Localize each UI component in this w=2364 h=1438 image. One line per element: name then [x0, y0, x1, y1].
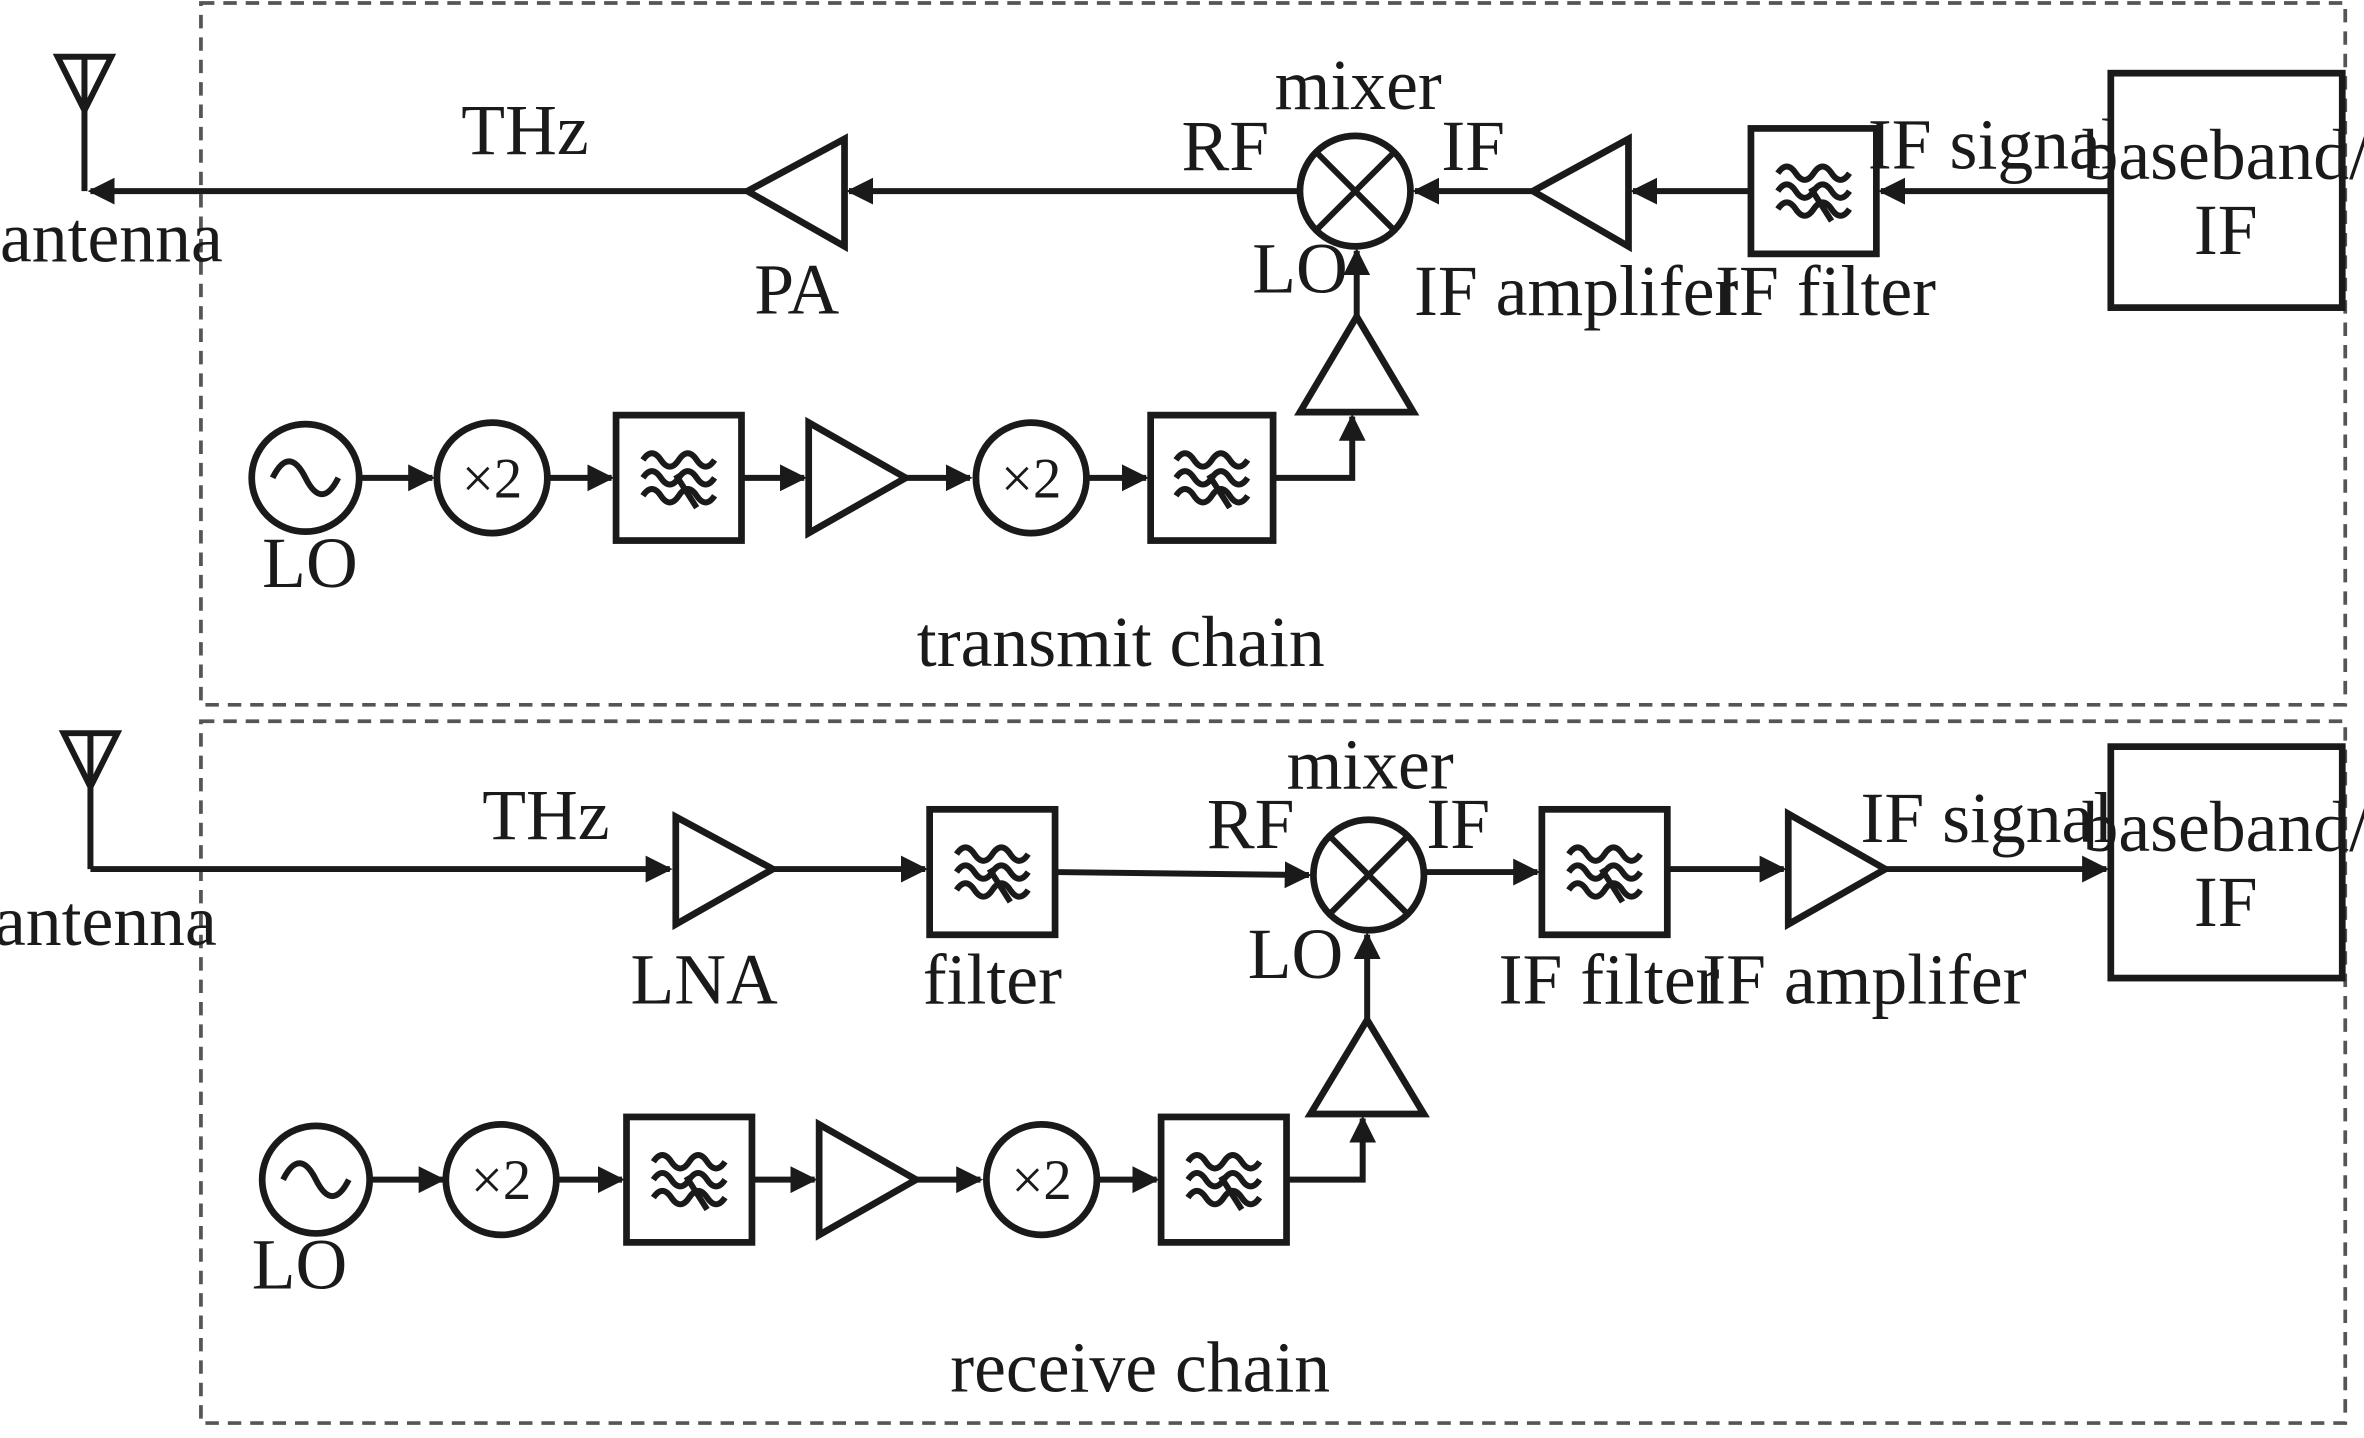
tx-thz-label: THz: [461, 90, 588, 170]
tx-baseband-line1: baseband/: [2083, 115, 2364, 195]
tx-rf-label: RF: [1181, 106, 1269, 186]
rx-thz-label: THz: [482, 775, 609, 855]
rx-if-signal-label: IF signal: [1860, 778, 2113, 858]
tx-baseband-line2: IF: [2194, 190, 2258, 270]
rx-mixer-label: mixer: [1287, 724, 1454, 804]
receive-chain: antenna THz LNA filter RF mixer IF LO I: [0, 719, 2364, 1425]
rx-antenna-label: antenna: [0, 881, 217, 961]
rx-lo-filter-1-icon: [623, 1113, 756, 1246]
rx-mixer-lo-label: LO: [1248, 914, 1344, 994]
rx-lo-driver-icon: [1304, 1013, 1430, 1118]
tx-lo-source-label: LO: [262, 523, 358, 603]
tx-antenna-label: antenna: [0, 197, 223, 277]
rx-baseband-box: [2107, 743, 2346, 982]
rx-filter-icon: [926, 805, 1059, 939]
rx-lo-filter-2-icon: [1157, 1113, 1290, 1246]
tx-pa-icon: [740, 133, 848, 253]
rx-lo-source-icon: [258, 1122, 374, 1237]
tx-if-signal-label: IF signal: [1868, 105, 2121, 185]
rx-chain-label: receive chain: [950, 1328, 1330, 1408]
rx-antenna-icon: [58, 730, 673, 883]
rx-multiplier-1-label: ×2: [471, 1149, 531, 1212]
tx-lo-source-icon: [248, 420, 363, 535]
rx-multiplier-2-label: ×2: [1011, 1149, 1071, 1212]
rx-baseband-line1: baseband/: [2083, 787, 2364, 867]
rx-rf-label: RF: [1207, 784, 1295, 864]
rx-lo-source-label: LO: [252, 1225, 348, 1305]
tx-multiplier-2-label: ×2: [1001, 447, 1061, 510]
tx-if-filter-label: IF filter: [1715, 251, 1936, 331]
rx-rf-line: [1055, 861, 1312, 889]
tx-multiplier-1-label: ×2: [462, 447, 522, 510]
tx-lo-wire-6: [1273, 413, 1366, 481]
tx-chain-label: transmit chain: [917, 602, 1325, 682]
rx-if-filter-label: IF filter: [1499, 939, 1720, 1019]
rx-mixer-icon: [1310, 816, 1428, 934]
rx-if-filter-icon: [1538, 805, 1671, 939]
rx-lna-label: LNA: [631, 939, 779, 1019]
tx-mixer-icon: [1296, 132, 1414, 250]
transmit-chain: antenna THz PA RF mixer IF LO IF amplife…: [0, 1, 2364, 707]
rx-filter-label: filter: [923, 939, 1062, 1019]
tx-antenna-icon: [52, 53, 117, 192]
rx-if-amplifier-label: IF amplifer: [1702, 939, 2026, 1019]
rx-lna-icon: [672, 811, 780, 931]
tx-if-amplifier-icon: [1526, 133, 1632, 253]
rx-lo-wire-6: [1286, 1115, 1377, 1183]
rx-if-amplifier-icon: [1784, 808, 1893, 931]
tx-mixer-lo-label: LO: [1252, 229, 1348, 309]
tx-lo-amplifier-icon: [805, 416, 913, 539]
tx-lo-driver-icon: [1294, 309, 1420, 416]
tx-if-label: IF: [1441, 106, 1505, 186]
tx-if-amplifier-label: IF amplifer: [1414, 251, 1738, 331]
receive-chain-frame: [199, 719, 2348, 1425]
rx-if-label: IF: [1426, 784, 1490, 864]
rx-lo-amplifier-icon: [815, 1118, 923, 1241]
rx-baseband-line2: IF: [2194, 862, 2258, 942]
tx-lo-filter-1-icon: [612, 411, 745, 544]
tx-lo-filter-2-icon: [1147, 411, 1277, 544]
tx-pa-label: PA: [754, 250, 839, 330]
tx-mixer-label: mixer: [1275, 45, 1442, 125]
transmit-chain-frame: [199, 1, 2348, 707]
tx-if-filter-icon: [1747, 125, 1880, 258]
tx-baseband-box: [2107, 69, 2346, 311]
